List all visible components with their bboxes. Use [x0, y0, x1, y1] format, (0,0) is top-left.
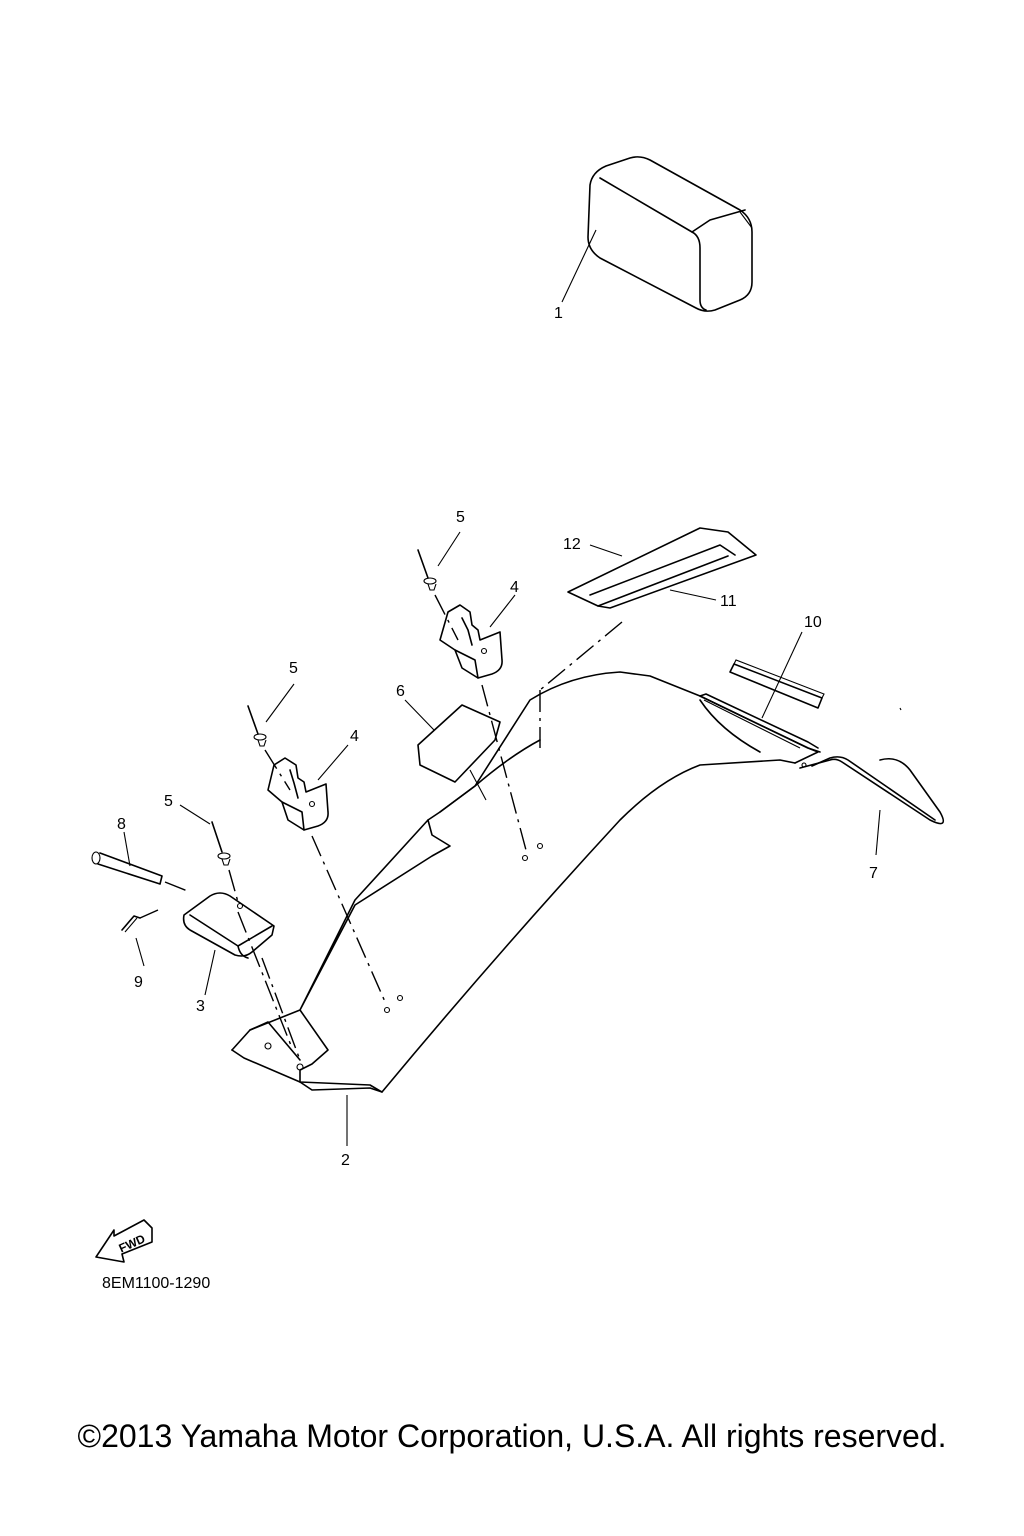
callout-7: 7	[869, 865, 878, 882]
copyright-notice: ©2013 Yamaha Motor Corporation, U.S.A. A…	[77, 1418, 947, 1454]
callout-11: 11	[720, 593, 737, 610]
fwd-arrow-icon: FWD	[95, 1219, 153, 1263]
callout-12: 12	[563, 536, 581, 553]
part-5-rivet-low	[211, 821, 231, 866]
part-3-hinge	[182, 892, 275, 959]
part-5-rivet-top	[417, 549, 437, 591]
part-9-cotter	[121, 915, 141, 933]
callout-9: 9	[134, 974, 143, 991]
callout-5c: 5	[164, 793, 173, 810]
part-7-handle	[699, 695, 945, 825]
diagram-part-number: 8EM1100-1290	[102, 1275, 210, 1292]
callout-10: 10	[804, 614, 822, 631]
callout-8: 8	[117, 816, 126, 833]
callout-6: 6	[396, 683, 405, 700]
part-2-fender	[231, 671, 819, 1093]
part-5-rivet-mid	[247, 705, 267, 747]
part-8-pin	[91, 851, 163, 885]
part-11-12-strips	[567, 527, 757, 609]
callout-1: 1	[554, 305, 563, 322]
part-1-cushion	[587, 156, 753, 312]
part-10-strip	[729, 659, 825, 709]
callout-4a: 4	[510, 579, 519, 596]
callout-3: 3	[196, 998, 205, 1015]
fwd-label: FWD	[117, 1231, 148, 1255]
callout-2: 2	[341, 1152, 350, 1169]
callout-4b: 4	[350, 728, 359, 745]
part-6-label	[417, 704, 501, 783]
callout-5b: 5	[289, 660, 298, 677]
part-4-clip-lower	[267, 757, 329, 831]
callout-5a: 5	[456, 509, 465, 526]
part-4-clip-upper	[439, 604, 503, 679]
